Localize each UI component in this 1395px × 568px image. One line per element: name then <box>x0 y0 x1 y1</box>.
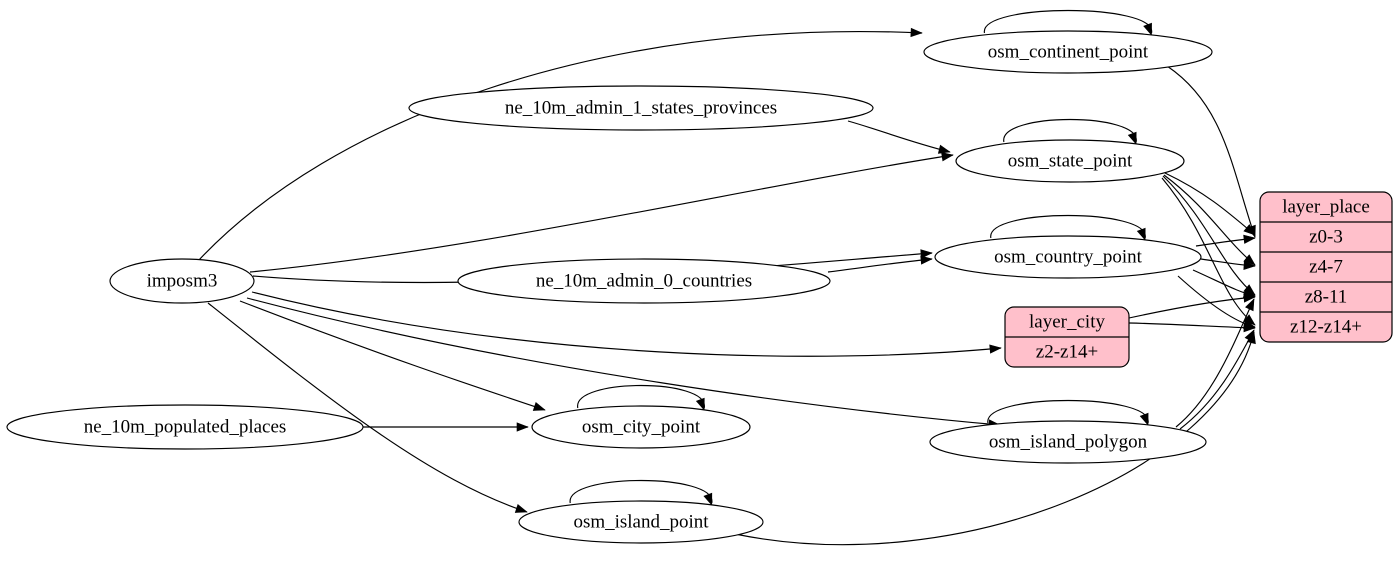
node-ellipse-ne_10m_populated_places[interactable] <box>6 404 364 450</box>
node-label-osm_continent_point: osm_continent_point <box>988 41 1149 62</box>
edge-selfloop-osm_state_point <box>1003 119 1137 143</box>
edge-imposm3-osm_state_point-arrowhead <box>941 152 954 162</box>
node-ne_10m_admin_0_countries[interactable]: ne_10m_admin_0_countries <box>457 258 831 304</box>
edge-osm_country_point-layer_place-z4-7-arrowhead <box>1243 260 1256 270</box>
node-ellipse-osm_country_point[interactable] <box>934 235 1202 279</box>
edge-ne_populated_places-osm_city_point-arrowhead <box>516 422 529 432</box>
edge-imposm3-osm_continent_point <box>197 30 923 262</box>
node-layer: imposm3 ne_10m_admin_1_states_provincesne… <box>6 30 1393 544</box>
node-label-imposm3: imposm3 <box>147 270 218 291</box>
edge-selfloop-osm_country_point-arrowhead <box>1136 227 1146 241</box>
record-title-layer_place: layer_place <box>1282 196 1370 217</box>
node-ellipse-ne_10m_admin_0_countries[interactable] <box>457 258 831 304</box>
edge-osm_island_polygon-layer_place-z8-11-arrowhead <box>1245 298 1255 312</box>
edge-osm_state_point-layer_place-z0-3-arrowhead <box>1243 224 1256 236</box>
edge-ne_countries-osm_country_point <box>827 258 933 273</box>
node-ellipse-osm_continent_point[interactable] <box>923 30 1213 74</box>
edge-layer_city-layer_place-z12-z14+ <box>1128 322 1256 329</box>
node-ellipse-osm_city_point[interactable] <box>531 405 751 449</box>
edge-osm_island_polygon-layer_place-z12-z14+ <box>1179 329 1255 430</box>
edge-imposm3-osm_city_point <box>239 300 546 411</box>
node-label-osm_country_point: osm_country_point <box>994 246 1142 267</box>
node-label-ne_10m_admin_1_states_provinces: ne_10m_admin_1_states_provinces <box>505 97 777 118</box>
edge-selfloop-osm_state_point-arrowhead <box>1127 131 1137 145</box>
edge-selfloop-osm_continent_point <box>983 9 1153 34</box>
record-row-layer_place-z4-7[interactable]: z4-7 <box>1309 256 1343 277</box>
edge-selfloop-osm_island_polygon-arrowhead <box>1139 412 1149 426</box>
edge-imposm3-osm_country_point-arrowhead <box>920 249 933 259</box>
edge-ne_states-osm_state_point <box>847 120 951 153</box>
node-ellipse-osm_state_point[interactable] <box>955 139 1185 183</box>
node-label-osm_state_point: osm_state_point <box>1008 150 1133 171</box>
edge-imposm3-osm_city_point-arrowhead <box>532 402 546 411</box>
record-row-layer_place-z8-11[interactable]: z8-11 <box>1305 286 1348 307</box>
record-node-layer_place[interactable]: layer_place z0-3 z4-7 z8-11 z12-z14+ <box>1259 191 1393 343</box>
edge-layer_city-layer_place-z8-11-arrowhead <box>1243 293 1256 303</box>
edge-layer_city-layer_place-z8-11 <box>1128 296 1256 319</box>
edge-osm_state_point-layer_place-z12-z14+ <box>1161 177 1256 326</box>
edge-selfloop-osm_island_point <box>569 480 713 504</box>
edge-imposm3-osm_state_point <box>249 154 954 273</box>
edge-osm_country_point-layer_place-z0-3-arrowhead <box>1243 234 1256 244</box>
edge-imposm3-layer_city-arrowhead <box>989 344 1002 354</box>
node-osm_island_point[interactable]: osm_island_point <box>518 500 764 544</box>
node-osm_continent_point[interactable]: osm_continent_point <box>923 30 1213 74</box>
edge-layer_city-layer_place-z12-z14+-arrowhead <box>1243 323 1256 333</box>
edge-imposm3-osm_island_point-arrowhead <box>514 504 528 513</box>
node-ne_10m_populated_places[interactable]: ne_10m_populated_places <box>6 404 364 450</box>
node-label-osm_island_point: osm_island_point <box>573 511 709 532</box>
edge-osm_island_point-layer_place-z12-z14+ <box>734 331 1255 546</box>
node-osm_country_point[interactable]: osm_country_point <box>934 235 1202 279</box>
node-osm_state_point[interactable]: osm_state_point <box>955 139 1185 183</box>
edge-imposm3-layer_city <box>251 291 1002 357</box>
node-label-osm_city_point: osm_city_point <box>582 416 701 437</box>
node-ne_10m_admin_1_states_provinces[interactable]: ne_10m_admin_1_states_provinces <box>408 85 874 131</box>
record-row-layer_place-z12-z14+[interactable]: z12-z14+ <box>1290 316 1362 337</box>
edge-selfloop-osm_island_polygon <box>987 399 1149 424</box>
node-ellipse-osm_island_polygon[interactable] <box>929 420 1207 464</box>
record-row-layer_city-z2-z14+[interactable]: z2-z14+ <box>1036 341 1098 362</box>
edge-osm_continent_point-layer_place-z0-3 <box>1166 65 1256 238</box>
node-label-ne_10m_admin_0_countries: ne_10m_admin_0_countries <box>536 270 752 291</box>
edge-osm_state_point-layer_place-z4-7 <box>1163 174 1256 266</box>
record-title-layer_city: layer_city <box>1029 311 1105 332</box>
node-osm_island_polygon[interactable]: osm_island_polygon <box>929 420 1207 464</box>
edge-ne_states-osm_state_point-arrowhead <box>937 144 951 154</box>
node-ellipse-imposm3[interactable] <box>109 258 255 304</box>
node-ellipse-ne_10m_admin_1_states_provinces[interactable] <box>408 85 874 131</box>
edge-selfloop-osm_country_point <box>990 214 1146 239</box>
node-label-osm_island_polygon: osm_island_polygon <box>989 431 1148 452</box>
node-imposm3[interactable]: imposm3 <box>109 258 255 304</box>
node-label-ne_10m_populated_places: ne_10m_populated_places <box>84 416 287 437</box>
edge-osm_state_point-layer_place-z0-3 <box>1164 172 1256 236</box>
record-row-layer_place-z0-3[interactable]: z0-3 <box>1309 226 1343 247</box>
record-node-layer_city[interactable]: layer_city z2-z14+ <box>1004 306 1130 368</box>
edge-imposm3-osm_island_polygon <box>246 297 1001 426</box>
edge-osm_island_point-layer_place-z12-z14+-arrowhead <box>1246 331 1256 345</box>
edge-selfloop-osm_city_point <box>577 385 705 409</box>
record-box-layer_place[interactable] <box>1259 191 1393 343</box>
edge-osm_state_point-layer_place-z4-7-arrowhead <box>1243 254 1256 266</box>
edge-selfloop-osm_city_point-arrowhead <box>695 397 705 411</box>
edge-imposm3-osm_continent_point-arrowhead <box>910 27 923 38</box>
edge-imposm3-osm_island_point <box>207 302 528 513</box>
node-osm_city_point[interactable]: osm_city_point <box>531 405 751 449</box>
edge-osm_state_point-layer_place-z8-11 <box>1162 175 1256 296</box>
edge-selfloop-osm_island_point-arrowhead <box>703 492 713 506</box>
node-ellipse-osm_island_point[interactable] <box>518 500 764 544</box>
edge-osm_island_polygon-layer_place-z8-11 <box>1175 298 1255 428</box>
edge-layer <box>197 9 1256 546</box>
edge-selfloop-osm_continent_point-arrowhead <box>1143 22 1152 36</box>
edge-ne_countries-osm_country_point-arrowhead <box>920 255 933 265</box>
